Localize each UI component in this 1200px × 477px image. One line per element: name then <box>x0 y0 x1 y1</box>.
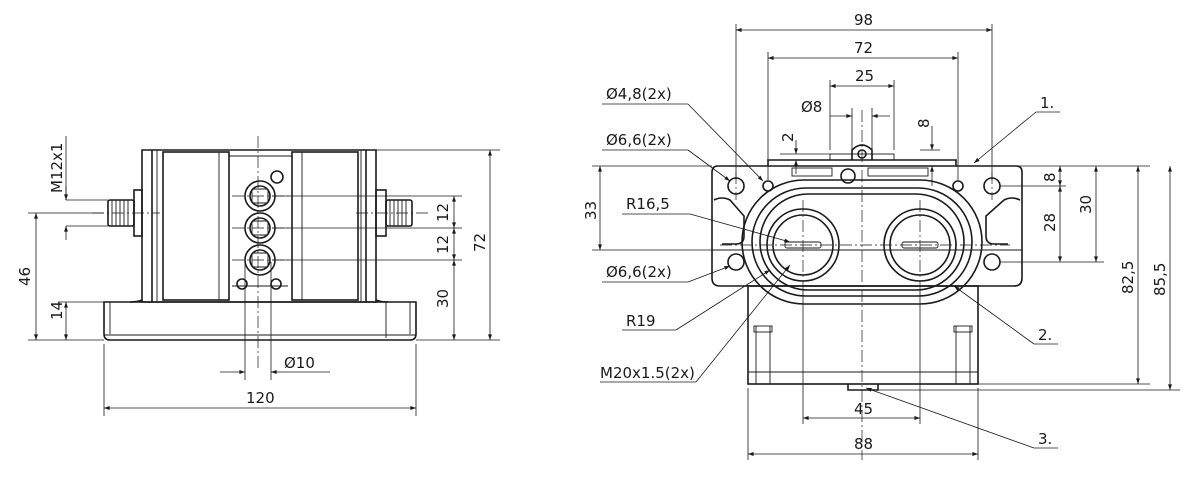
dim-dia-8: Ø8 <box>801 98 822 116</box>
base-plate <box>103 301 417 341</box>
dim-98: 98 <box>854 11 873 29</box>
housing-body <box>141 149 377 303</box>
dim-12a: 12 <box>434 203 452 222</box>
dim-72-right: 72 <box>854 39 873 57</box>
dim-45: 45 <box>854 400 873 418</box>
mount-hole-br <box>983 253 1001 271</box>
dim-12b: 12 <box>434 235 452 254</box>
dim-85-5: 85,5 <box>1151 263 1169 296</box>
callout-dia-6-6-bottom: Ø6,6(2x) <box>606 263 672 281</box>
dim-8-top: 8 <box>915 118 933 128</box>
dim-33: 33 <box>582 201 600 220</box>
dim-2: 2 <box>779 132 797 142</box>
dim-14: 14 <box>48 301 66 320</box>
dim-120: 120 <box>246 389 275 407</box>
mount-hole-bl <box>727 253 745 271</box>
callout-dia-6-6-top: Ø6,6(2x) <box>606 131 672 149</box>
callout-dia-4-8: Ø4,8(2x) <box>606 85 672 103</box>
dim-dia-10: Ø10 <box>284 354 315 372</box>
thread-m12-label: M12x1 <box>48 143 66 193</box>
callout-r16-5: R16,5 <box>626 195 670 213</box>
dim-28: 28 <box>1041 213 1059 232</box>
dim-25: 25 <box>855 67 874 85</box>
dim-30-left: 30 <box>434 289 452 308</box>
callout-r19: R19 <box>626 312 656 330</box>
dim-46: 46 <box>16 267 34 286</box>
callout-m20: M20x1.5(2x) <box>600 364 695 382</box>
dim-88: 88 <box>854 435 873 453</box>
right-view: 98 72 25 Ø8 2 8 33 8 <box>582 11 1180 460</box>
dim-82-5: 82,5 <box>1119 261 1137 294</box>
flange-plate <box>711 165 1023 287</box>
item-label-1: 1. <box>1040 94 1054 112</box>
bushings <box>236 170 284 290</box>
dim-8-right: 8 <box>1041 172 1059 182</box>
item-label-2: 2. <box>1038 326 1052 344</box>
dim-30-right: 30 <box>1077 195 1095 214</box>
dim-72-left: 72 <box>471 233 489 252</box>
left-view: M12x1 46 14 12 12 30 72 Ø10 120 <box>16 136 500 416</box>
item-label-3: 3. <box>1038 430 1052 448</box>
